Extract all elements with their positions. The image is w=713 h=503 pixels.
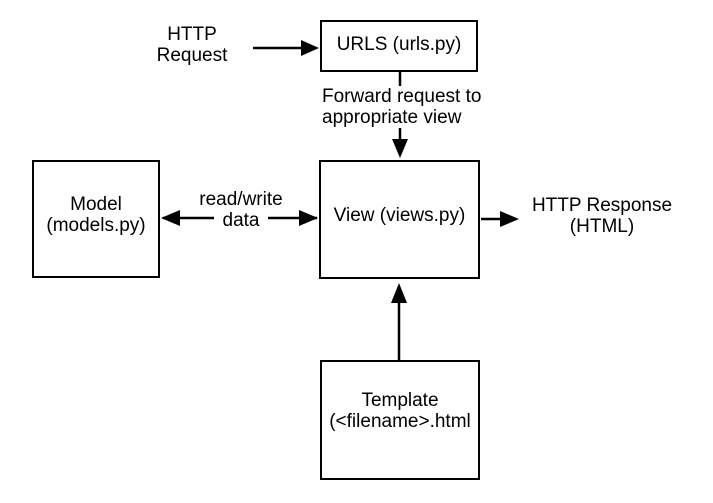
- read-write-data-label-line1: read/write: [199, 189, 283, 210]
- http-request-arrow: [253, 40, 319, 56]
- forward-request-label-line2: appropriate view: [322, 107, 462, 128]
- forward-request-label: Forward request to appropriate view: [322, 86, 484, 128]
- view-node: View (views.py): [319, 160, 480, 279]
- template-node: Template (<filename>.html: [320, 360, 480, 480]
- urls-node-title: URLS: [336, 33, 388, 55]
- model-node: Model (models.py): [32, 160, 160, 278]
- model-node-title: Model: [70, 194, 122, 215]
- view-node-subtitle: (views.py): [379, 205, 466, 226]
- urls-node: URLS (urls.py): [320, 20, 478, 72]
- model-node-subtitle: (models.py): [46, 215, 146, 236]
- http-request-label-line2: Request: [156, 45, 228, 66]
- template-to-view-arrow: [391, 283, 407, 360]
- http-request-label: HTTP Request: [140, 24, 244, 66]
- forward-request-label-line1: Forward request to: [322, 86, 482, 107]
- template-node-subtitle: (<filename>.html: [329, 411, 471, 432]
- http-response-label-line2: (HTML): [569, 216, 635, 237]
- http-response-label-line1: HTTP Response: [531, 195, 673, 216]
- http-response-label: HTTP Response (HTML): [512, 195, 692, 237]
- urls-node-subtitle: (urls.py): [392, 33, 462, 55]
- read-write-data-label-line2: data: [213, 210, 269, 231]
- http-request-label-line1: HTTP: [167, 24, 217, 45]
- read-write-data-label: read/write data: [189, 189, 293, 231]
- view-node-title: View: [333, 205, 375, 226]
- template-node-title: Template: [361, 390, 439, 411]
- view-to-response-arrow: [481, 211, 519, 227]
